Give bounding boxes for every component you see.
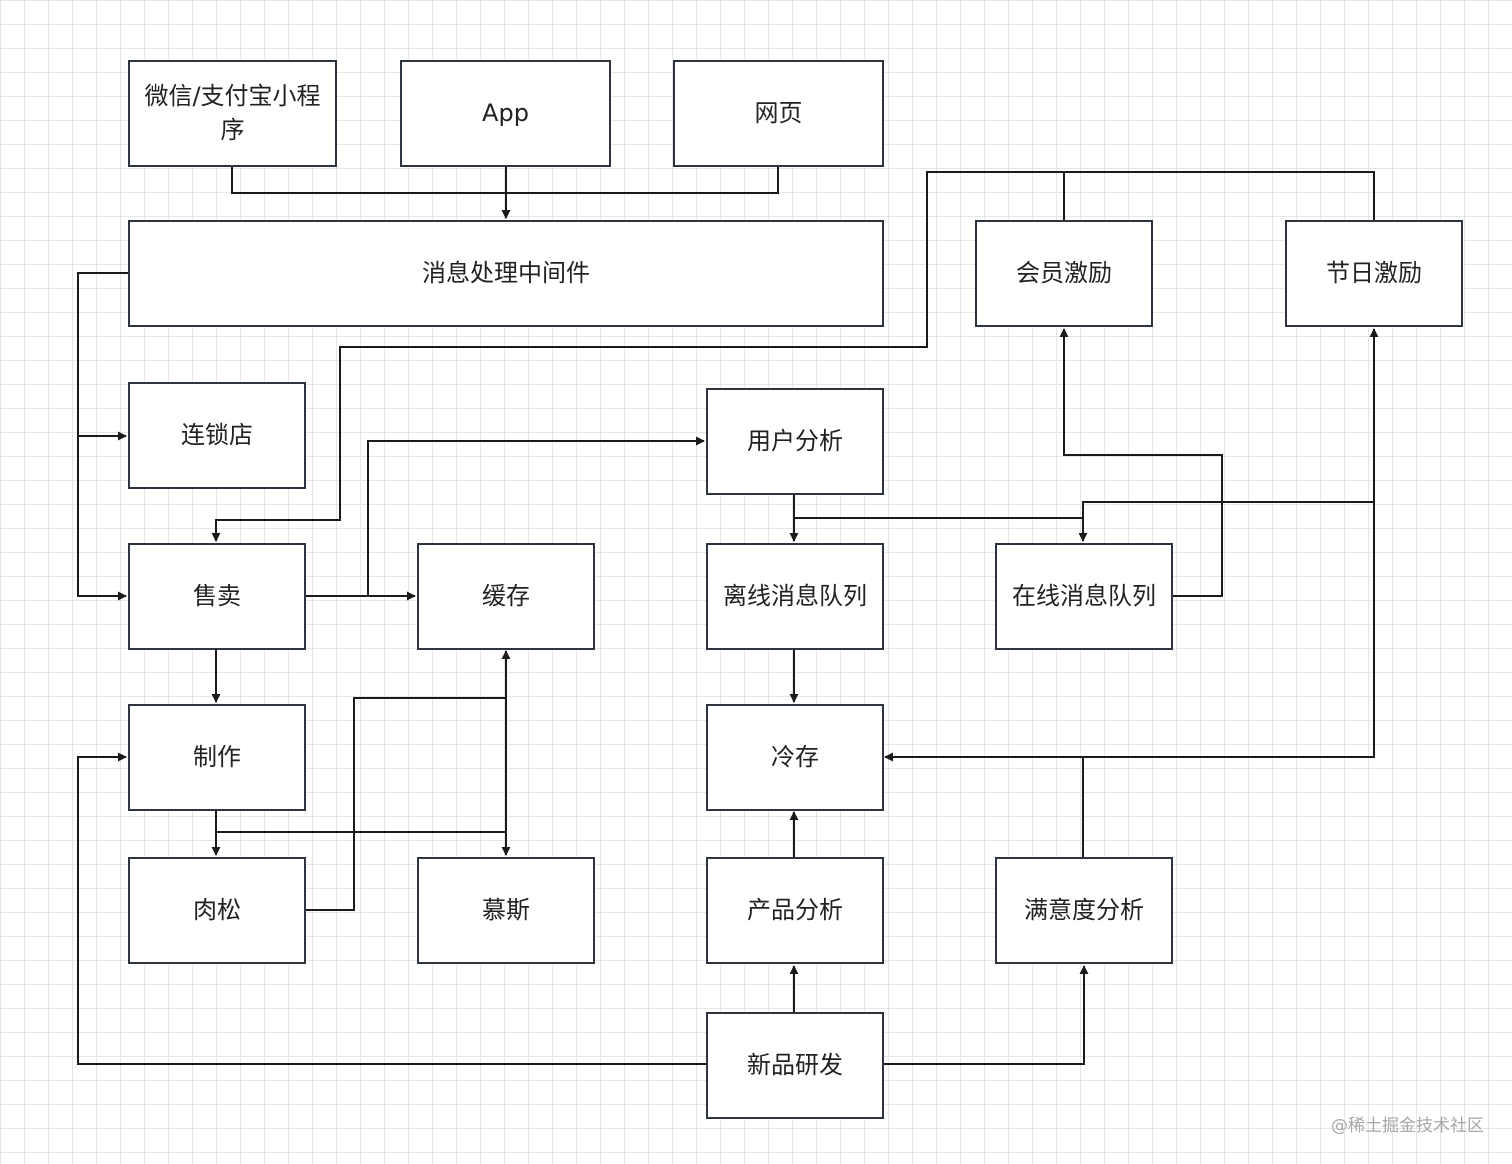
edge-online-queue-to-member-incentive xyxy=(1059,328,1223,597)
node-holiday-incentive-label: 节日激励 xyxy=(1326,258,1422,287)
edge-middleware-to-sales xyxy=(77,436,127,601)
node-meat-floss[interactable]: 肉松 xyxy=(128,857,306,964)
node-mousse[interactable]: 慕斯 xyxy=(417,857,595,964)
node-online-queue-label: 在线消息队列 xyxy=(1012,581,1156,610)
node-offline-queue[interactable]: 离线消息队列 xyxy=(706,543,884,650)
node-meat-floss-label: 肉松 xyxy=(193,895,241,924)
node-sales[interactable]: 售卖 xyxy=(128,543,306,650)
edge-holiday-incentive-link xyxy=(1064,171,1375,220)
edge-middleware-to-chain-store xyxy=(77,272,128,441)
edge-production-to-mousse xyxy=(216,831,511,856)
edge-incentives-to-sales xyxy=(211,171,1065,542)
node-production-label: 制作 xyxy=(193,742,241,771)
edge-rd-to-production xyxy=(77,752,706,1065)
node-production[interactable]: 制作 xyxy=(128,704,306,811)
node-satisfaction-analysis[interactable]: 满意度分析 xyxy=(995,857,1173,964)
node-sales-label: 售卖 xyxy=(193,581,241,610)
node-new-product-rd-label: 新品研发 xyxy=(747,1050,843,1079)
node-cold-storage[interactable]: 冷存 xyxy=(706,704,884,811)
node-chain-store[interactable]: 连锁店 xyxy=(128,382,306,489)
edge-miniprogram-to-middleware xyxy=(231,166,511,219)
edge-web-to-middleware xyxy=(506,166,779,194)
node-offline-queue-label: 离线消息队列 xyxy=(723,581,867,610)
edge-rd-to-satisfaction xyxy=(884,965,1089,1065)
node-app-label: App xyxy=(482,98,529,127)
node-chain-store-label: 连锁店 xyxy=(181,420,253,449)
node-middleware-label: 消息处理中间件 xyxy=(422,258,590,287)
node-product-analysis[interactable]: 产品分析 xyxy=(706,857,884,964)
edge-satisfaction-to-cold-storage xyxy=(884,752,1084,857)
watermark: @稀土掘金技术社区 xyxy=(1331,1116,1484,1136)
node-member-incentive-label: 会员激励 xyxy=(1016,258,1112,287)
edge-holiday-to-cold-storage xyxy=(1083,502,1375,758)
node-miniprogram-label: 微信/支付宝小程序 xyxy=(144,81,321,144)
node-web-label: 网页 xyxy=(754,98,803,127)
node-app[interactable]: App xyxy=(400,60,611,167)
node-cache-label: 缓存 xyxy=(482,581,530,610)
node-middleware[interactable]: 消息处理中间件 xyxy=(128,220,884,327)
node-mousse-label: 慕斯 xyxy=(482,895,530,924)
edge-online-queue-to-holiday-incentive xyxy=(1082,328,1379,520)
node-holiday-incentive[interactable]: 节日激励 xyxy=(1285,220,1463,327)
node-cache[interactable]: 缓存 xyxy=(417,543,595,650)
edge-user-analysis-to-online-queue xyxy=(794,517,1088,542)
node-miniprogram[interactable]: 微信/支付宝小程序 xyxy=(128,60,337,167)
node-product-analysis-label: 产品分析 xyxy=(747,895,843,924)
node-new-product-rd[interactable]: 新品研发 xyxy=(706,1012,884,1119)
node-user-analysis[interactable]: 用户分析 xyxy=(706,388,884,495)
node-online-queue[interactable]: 在线消息队列 xyxy=(995,543,1173,650)
node-user-analysis-label: 用户分析 xyxy=(747,426,843,455)
node-member-incentive[interactable]: 会员激励 xyxy=(975,220,1153,327)
node-web[interactable]: 网页 xyxy=(673,60,884,167)
node-cold-storage-label: 冷存 xyxy=(771,742,819,771)
node-satisfaction-analysis-label: 满意度分析 xyxy=(1024,895,1144,924)
